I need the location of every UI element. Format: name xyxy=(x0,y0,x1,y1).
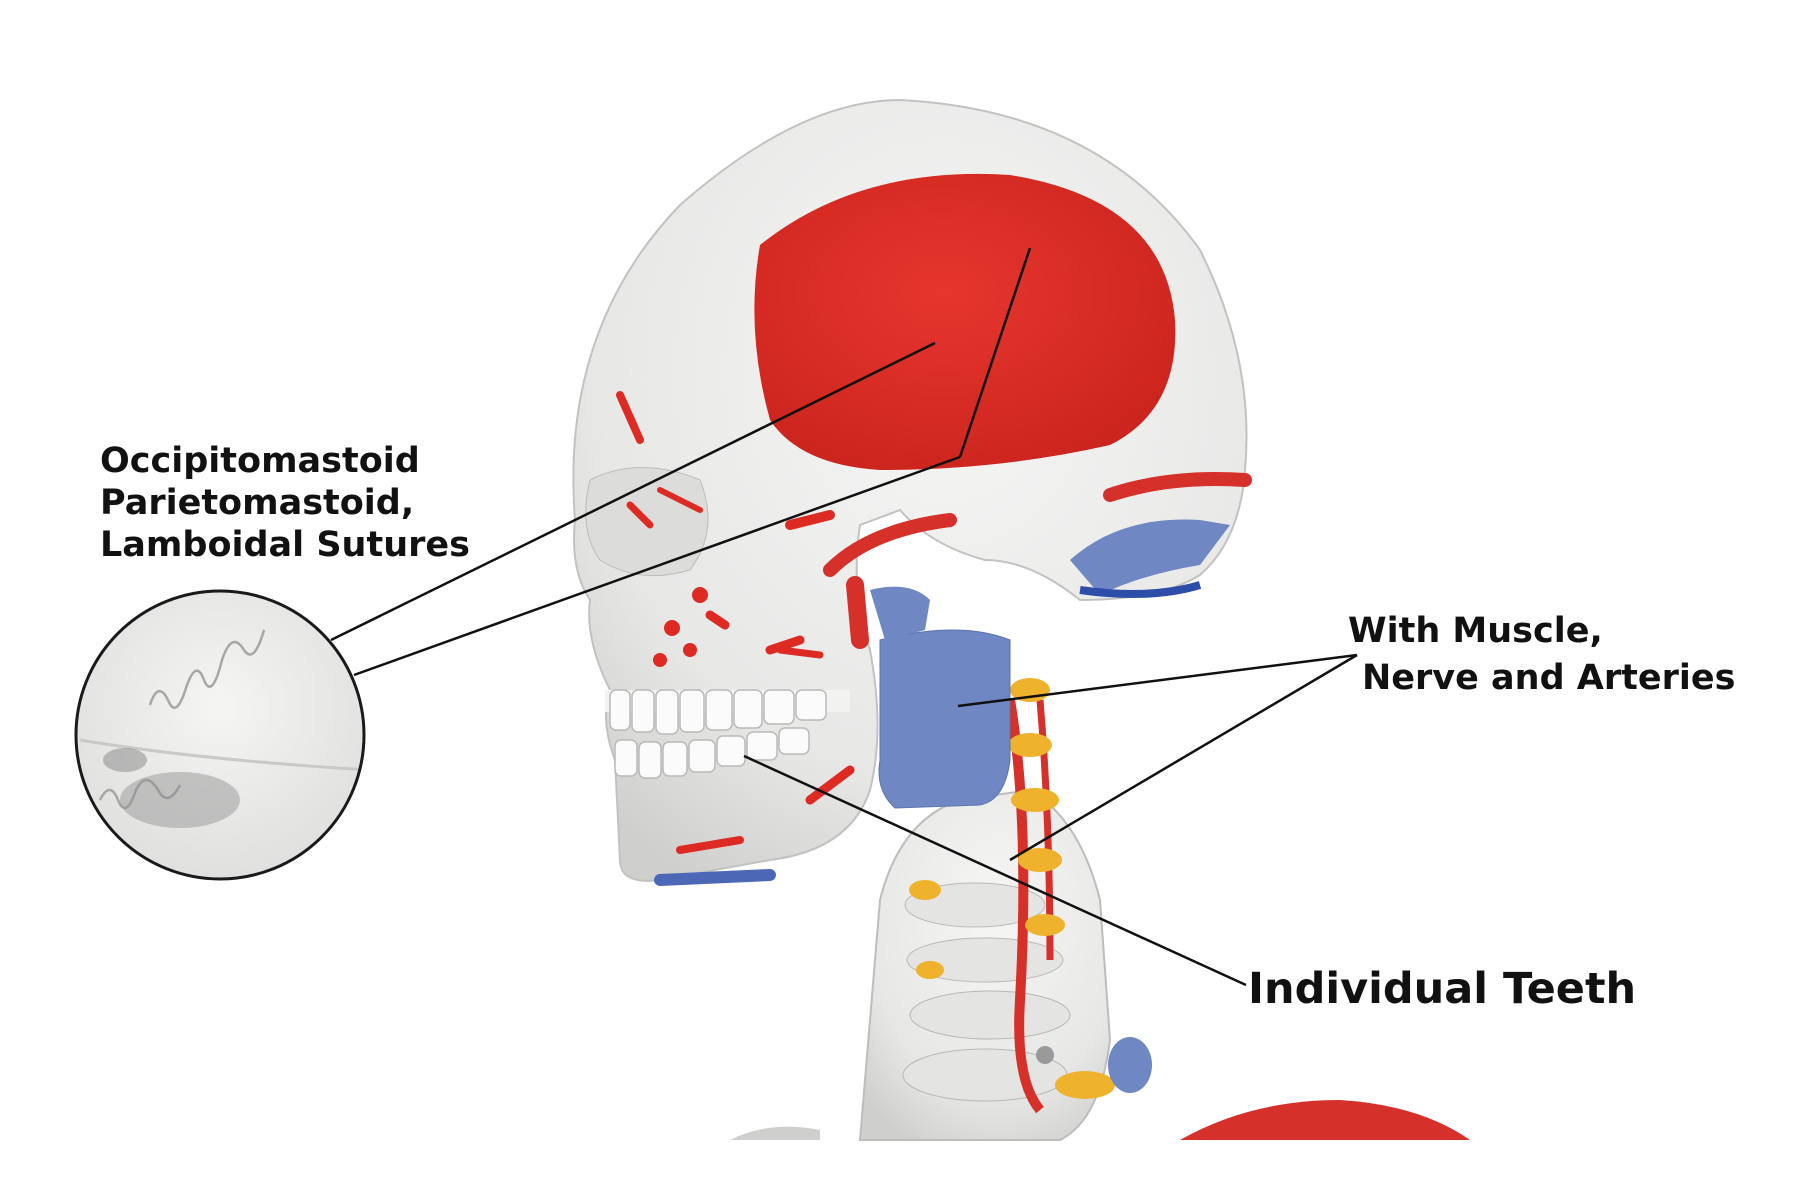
suture-zoom-inset xyxy=(74,589,366,881)
sutures-leader-line-3 xyxy=(958,247,1032,458)
muscle-callout-line-1: With Muscle, xyxy=(1348,611,1603,651)
sutures-callout: Occipitomastoid Parietomastoid, Lamboida… xyxy=(100,440,470,566)
sutures-callout-line-2: Parietomastoid, xyxy=(100,483,415,523)
cervical-spine xyxy=(858,678,1152,1141)
teeth-callout: Individual Teeth xyxy=(1248,964,1637,1014)
muscle-callout-line-2: Nerve and Arteries xyxy=(1362,658,1736,699)
sutures-leader-line-1 xyxy=(330,341,936,642)
skull xyxy=(572,98,1252,886)
sutures-callout-line-1: Occipitomastoid xyxy=(100,441,420,481)
sutures-leader-line-2 xyxy=(353,455,961,677)
muscle-leader-line-2 xyxy=(1009,653,1358,862)
shoulder xyxy=(730,1100,1470,1140)
muscle-leader-line-1 xyxy=(957,653,1358,708)
leader-lines xyxy=(330,247,1358,987)
muscle-callout: With Muscle, Nerve and Arteries xyxy=(1348,608,1735,703)
teeth xyxy=(605,689,850,779)
teeth-leader-line xyxy=(743,754,1247,987)
sutures-callout-line-3: Lamboidal Sutures xyxy=(100,525,470,565)
